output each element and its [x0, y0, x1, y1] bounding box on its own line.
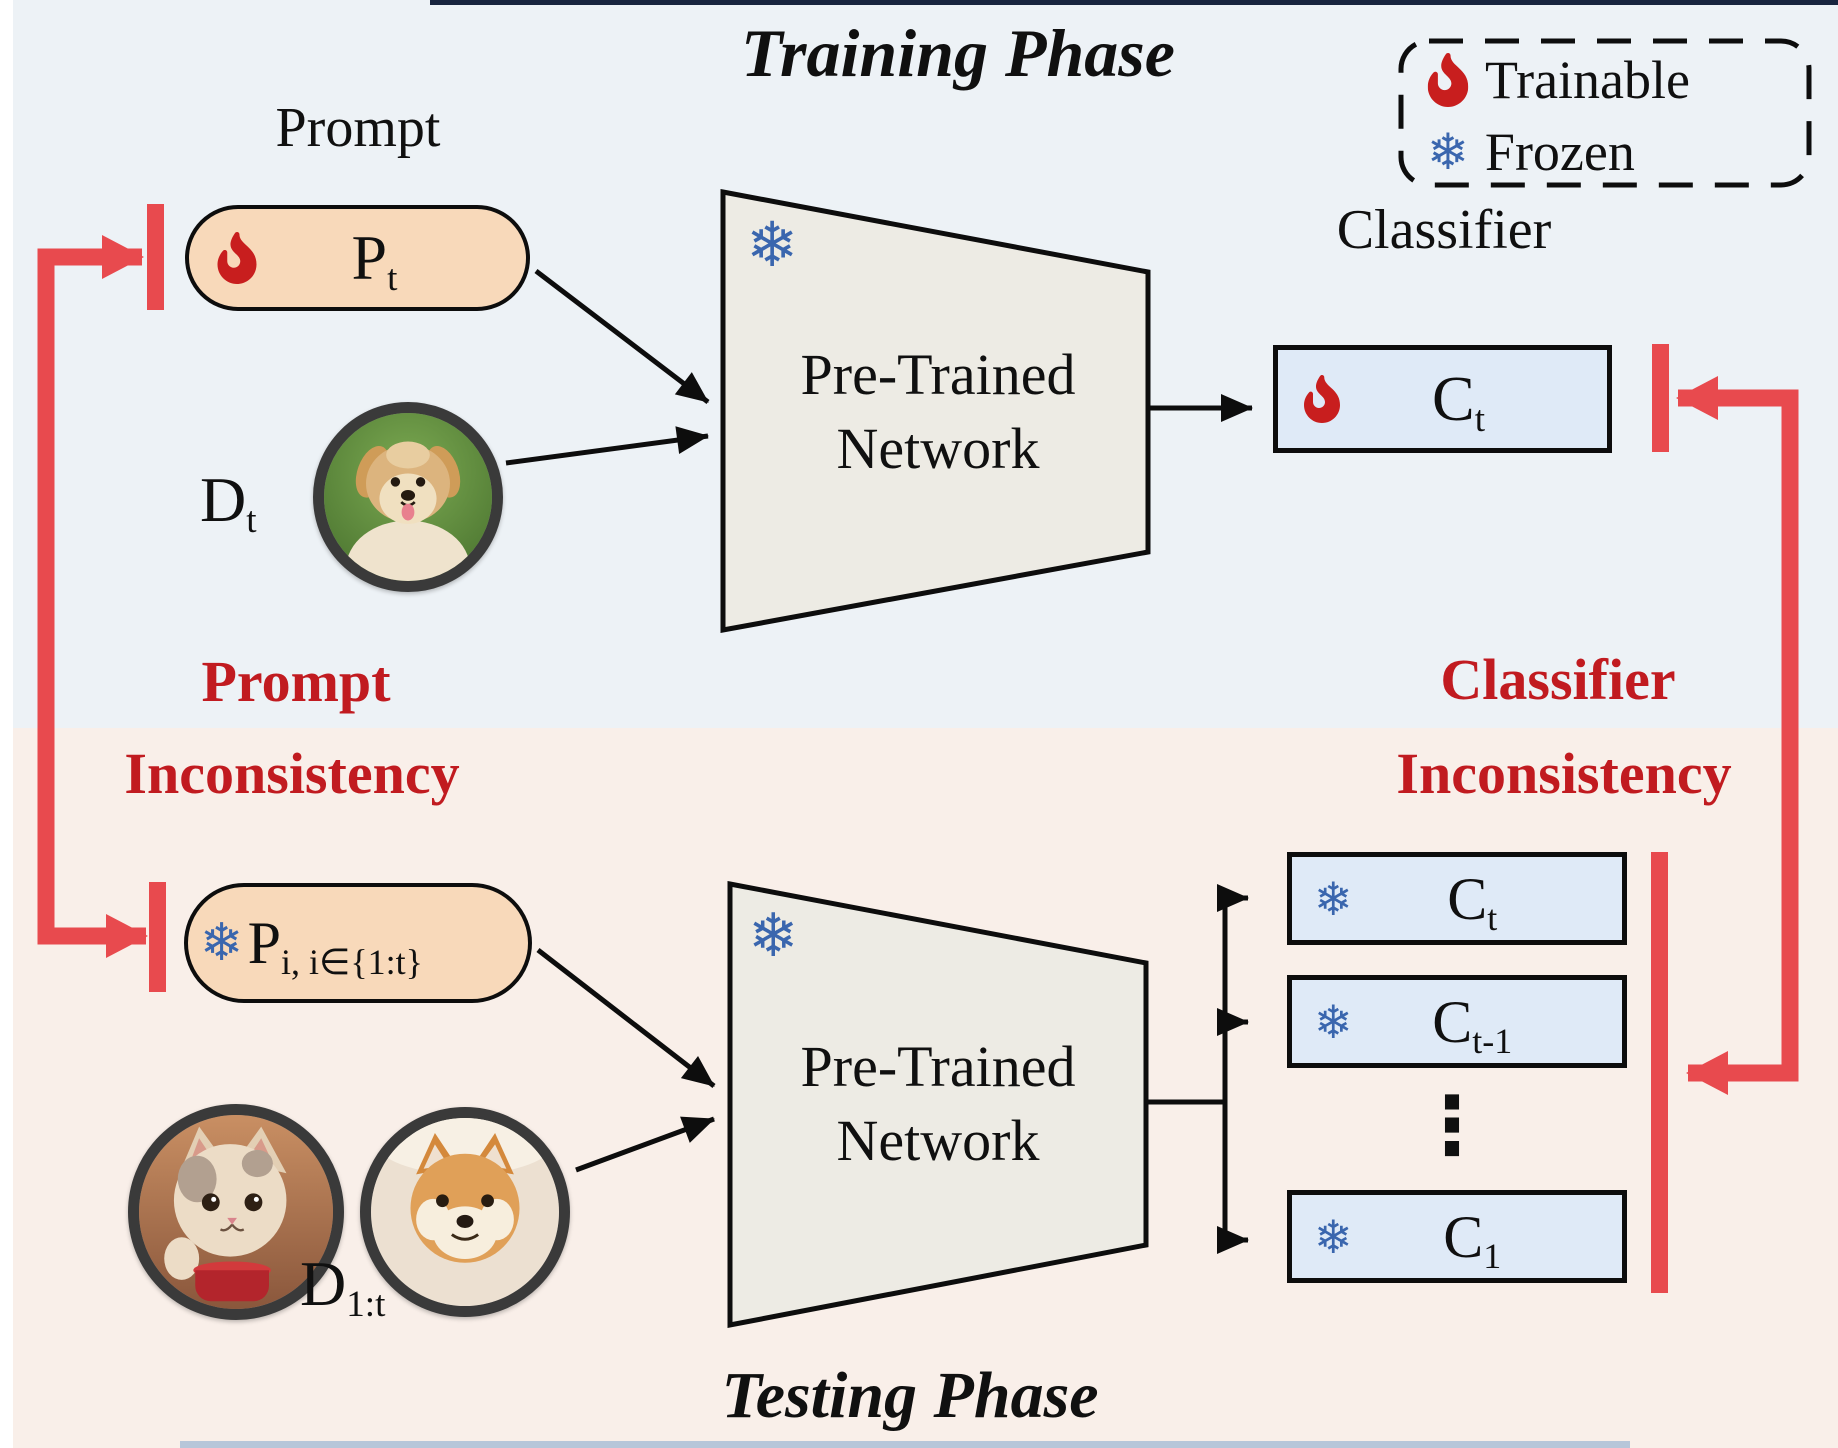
classifier-box-ct-1: ❄ Ct-1: [1287, 975, 1627, 1068]
classifier-box-c1: ❄ C1: [1287, 1190, 1627, 1283]
classifier-symbol-ct: Ct: [1447, 865, 1498, 938]
legend-row-trainable: Trainable: [1401, 44, 1809, 116]
arrow-prompt-to-network: [534, 269, 710, 404]
network-label-testing: Pre-Trained Network: [800, 1034, 1076, 1173]
classifier-box-training: Ct: [1273, 345, 1612, 453]
snowflake-icon: ❄: [748, 901, 799, 971]
prompt-symbol-testing: Pi, i∈{1:t}: [247, 910, 423, 982]
pretrained-network-shape-training: [720, 188, 1151, 634]
prompt-inconsistency-line1: Prompt: [201, 649, 391, 714]
arrow-testing-data-to-network: [575, 1116, 715, 1173]
snowflake-icon: ❄: [200, 913, 244, 973]
dog-photo: [313, 402, 503, 592]
classifier-inconsistency-path: [1676, 376, 1799, 1095]
fire-icon: [1304, 375, 1340, 423]
cat-illustration: [139, 1115, 333, 1309]
fire-icon: [217, 232, 257, 284]
legend-row-frozen: ❄ Frozen: [1401, 116, 1809, 188]
arrow-testing-prompt-to-network: [536, 948, 716, 1088]
snowflake-icon: ❄: [1427, 123, 1469, 181]
data-label-training: Dt: [200, 464, 257, 542]
classifier-symbol-c1: C1: [1443, 1203, 1502, 1276]
snowflake-icon: ❄: [1314, 871, 1353, 926]
left-page-gutter: [0, 0, 13, 1448]
prompt-inconsistency-line2: Inconsistency: [124, 741, 460, 806]
classifier-inconsistency-line1: Classifier: [1440, 647, 1676, 712]
top-edge-line: [430, 0, 1838, 5]
classifier-label: Classifier: [1336, 199, 1552, 261]
stopper-bar-training-prompt: [147, 204, 164, 310]
bottom-edge-line: [180, 1441, 1630, 1448]
prompt-pill-testing: ❄ Pi, i∈{1:t}: [184, 883, 532, 1003]
classifier-branch-line: [1148, 898, 1228, 1240]
snowflake-icon: ❄: [1314, 994, 1353, 1049]
dog-illustration: [324, 413, 492, 581]
prompt-label: Prompt: [275, 97, 441, 159]
classifier-ellipsis: ⋮: [1412, 1079, 1492, 1172]
training-phase-title: Training Phase: [741, 15, 1175, 91]
legend-frozen-label: Frozen: [1484, 122, 1635, 182]
testing-phase-title: Testing Phase: [721, 1359, 1099, 1432]
legend-trainable-label: Trainable: [1485, 50, 1690, 110]
legend: Trainable ❄ Frozen: [1401, 44, 1809, 184]
network-label-training: Pre-Trained Network: [800, 342, 1076, 481]
prompt-symbol-training: Pt: [351, 222, 398, 300]
classifier-symbol-training: Ct: [1432, 363, 1485, 441]
classifier-symbol-ct-1: Ct-1: [1432, 988, 1513, 1061]
fire-icon: [1427, 53, 1469, 107]
pretrained-network-shape-testing: [727, 880, 1149, 1329]
data-label-testing: D1:t: [300, 1248, 386, 1326]
prompt-inconsistency-path: [37, 235, 148, 958]
stopper-bar-testing-prompt: [149, 882, 166, 992]
legend-border: [1398, 38, 1812, 188]
snowflake-icon: ❄: [1314, 1209, 1353, 1264]
snowflake-icon: ❄: [746, 208, 798, 281]
prompt-pill-training: Pt: [185, 205, 530, 311]
cat-photo: [128, 1104, 344, 1320]
stopper-bar-testing-classifiers: [1651, 852, 1668, 1293]
shiba-illustration: [371, 1118, 559, 1306]
stopper-bar-training-classifier: [1652, 344, 1669, 452]
classifier-inconsistency-line2: Inconsistency: [1396, 741, 1732, 806]
classifier-box-ct: ❄ Ct: [1287, 852, 1627, 945]
shiba-dog-photo: [360, 1107, 570, 1317]
arrow-data-to-network: [505, 426, 709, 466]
